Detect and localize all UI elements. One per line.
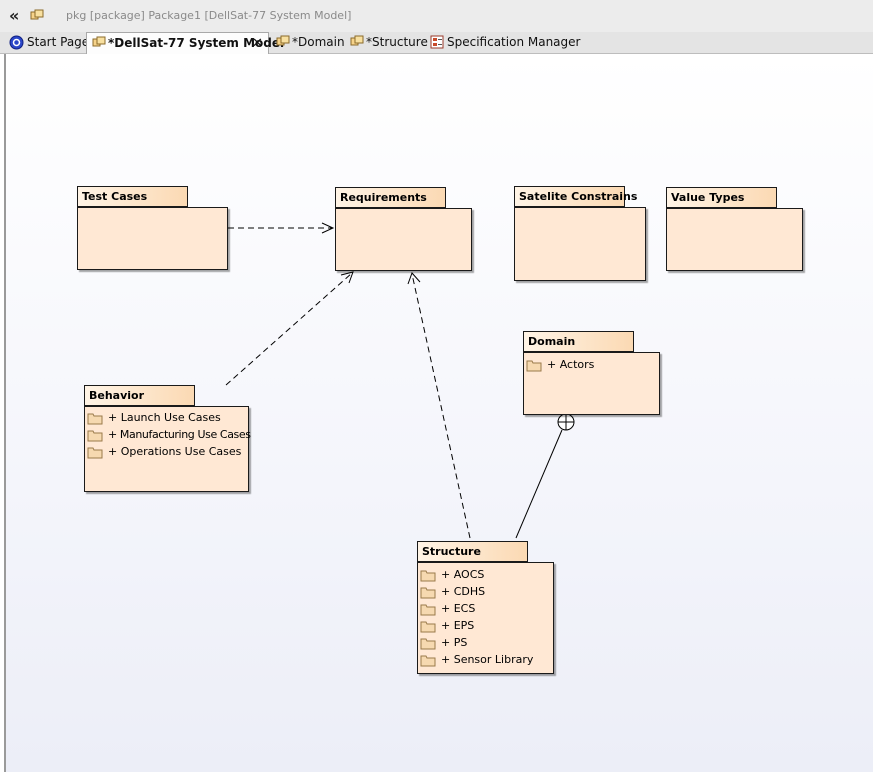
tab-specification-manager[interactable]: Specification Manager bbox=[428, 32, 580, 53]
tab-label: *DellSat-77 System Model bbox=[108, 36, 285, 50]
package-item-label: + ECS bbox=[441, 602, 476, 615]
package-name: Requirements bbox=[335, 187, 446, 208]
package-diagram-icon bbox=[92, 36, 106, 47]
package-body bbox=[666, 208, 803, 271]
package-folder-icon bbox=[87, 430, 103, 442]
package-item-label: + Operations Use Cases bbox=[108, 445, 242, 458]
package-folder-icon bbox=[87, 447, 103, 459]
package-icon bbox=[30, 9, 44, 20]
package-name: Behavior bbox=[84, 385, 195, 406]
package-item-label: + Launch Use Cases bbox=[108, 411, 221, 424]
package-body: + AOCS + CDHS + ECS + EPS bbox=[417, 562, 554, 674]
package-diagram-icon bbox=[276, 35, 290, 46]
package-item-label: + EPS bbox=[441, 619, 475, 632]
dependency-structure-to-requirements[interactable] bbox=[407, 272, 471, 539]
specification-manager-icon bbox=[430, 35, 444, 49]
package-folder-icon bbox=[87, 413, 103, 425]
package-item-label: + Actors bbox=[547, 358, 595, 371]
package-name: Satelite Constrains bbox=[514, 186, 637, 207]
package-item-label: + Manufacturing Use Cases bbox=[108, 428, 251, 441]
package-folder-icon bbox=[420, 570, 436, 582]
package-name: Value Types bbox=[666, 187, 777, 208]
package-body bbox=[77, 207, 228, 270]
tab-structure[interactable]: *Structure bbox=[347, 32, 428, 53]
package-folder-icon bbox=[420, 655, 436, 667]
diagram-canvas[interactable]: Test Cases Requirements Satelite Constra… bbox=[4, 54, 873, 772]
close-tab-icon[interactable]: ✕ bbox=[252, 36, 263, 51]
package-item-label: + PS bbox=[441, 636, 468, 649]
diagram-titlebar: « pkg [package] Package1 [DellSat-77 Sys… bbox=[0, 0, 873, 33]
package-folder-icon bbox=[526, 360, 542, 372]
collapse-left-icon[interactable]: « bbox=[9, 6, 20, 25]
package-item-label: + AOCS bbox=[441, 568, 485, 581]
diagram-title: pkg [package] Package1 [DellSat-77 Syste… bbox=[66, 9, 352, 22]
package-name: Test Cases bbox=[77, 186, 188, 207]
relationship-links bbox=[225, 222, 575, 539]
tab-label: *Structure bbox=[366, 35, 428, 49]
package-folder-icon bbox=[420, 638, 436, 650]
package-diagram-icon bbox=[350, 35, 364, 46]
package-folder-icon bbox=[420, 604, 436, 616]
package-body bbox=[514, 207, 646, 281]
package-name: Domain bbox=[523, 331, 634, 352]
tab-label: *Domain bbox=[292, 35, 345, 49]
package-body bbox=[335, 208, 472, 271]
tab-bar: Start Page *DellSat-77 System Model ✕ *D… bbox=[0, 32, 873, 54]
package-body: + Actors bbox=[523, 352, 660, 415]
tab-label: Start Page bbox=[27, 35, 90, 49]
dependency-behavior-to-requirements[interactable] bbox=[225, 271, 354, 386]
package-name: Structure bbox=[417, 541, 528, 562]
tab-dellsat-system-model[interactable]: *DellSat-77 System Model ✕ bbox=[86, 32, 284, 54]
start-page-icon bbox=[9, 35, 24, 50]
dependency-test-cases-to-requirements[interactable] bbox=[228, 222, 335, 234]
tab-start-page[interactable]: Start Page bbox=[6, 32, 90, 53]
package-item-label: + Sensor Library bbox=[441, 653, 534, 666]
package-folder-icon bbox=[420, 587, 436, 599]
package-body: + Launch Use Cases + Manufacturing Use C… bbox=[84, 406, 251, 492]
package-item-label: + CDHS bbox=[441, 585, 486, 598]
tab-label: Specification Manager bbox=[447, 35, 581, 49]
tab-domain[interactable]: *Domain bbox=[273, 32, 345, 53]
nesting-structure-domain[interactable] bbox=[515, 413, 575, 539]
package-folder-icon bbox=[420, 621, 436, 633]
